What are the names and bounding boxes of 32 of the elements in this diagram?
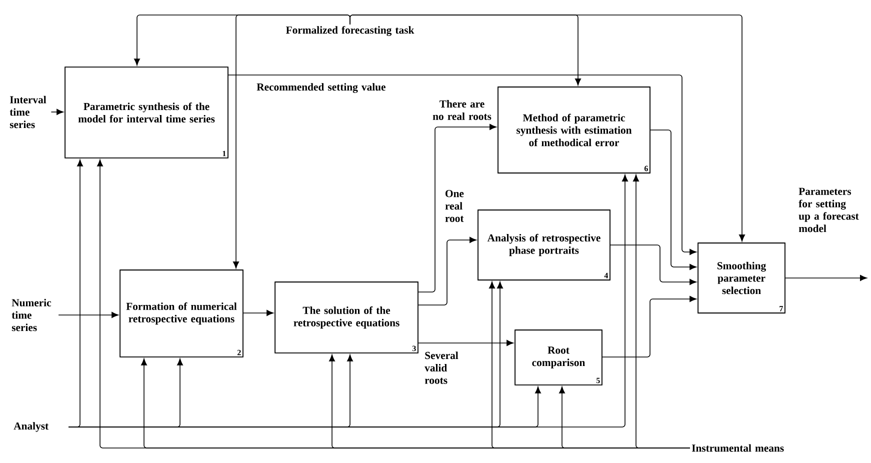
arrow	[50, 109, 64, 115]
arrow-label: Analyst	[14, 422, 49, 432]
arrow-label: Instrumental means	[692, 444, 784, 452]
arrow	[350, 14, 745, 242]
arrow	[243, 310, 274, 316]
arrow	[418, 340, 514, 346]
process-box: Root comparison 5	[514, 330, 602, 386]
edge-label: One real root	[445, 190, 464, 222]
edge-label: Recommended setting value	[256, 83, 386, 93]
arrow	[68, 174, 628, 428]
process-box: Method of parametric synthesis with estimation of methodical error 6	[498, 86, 650, 174]
arrow	[650, 130, 696, 270]
edge-label: Parameters for setting up a forecast model	[798, 188, 859, 232]
edge-label: Several valid roots	[424, 352, 458, 384]
arrow	[785, 275, 867, 281]
arrow	[58, 312, 118, 318]
arrow	[233, 14, 350, 268]
arrow	[602, 296, 696, 358]
arrow	[418, 237, 476, 306]
process-box: Parametric synthesis of the model for interval time series 1	[64, 66, 228, 158]
arrow	[418, 124, 496, 292]
process-box: Formation of numerical retrospective equations 2	[120, 270, 244, 358]
process-box: The solution of the retrospective equations 3	[274, 282, 418, 354]
arrow-label: Formalized forecasting task	[286, 26, 414, 36]
arrow	[228, 74, 696, 255]
arrow	[633, 174, 690, 448]
edge-label: There are no real roots	[432, 100, 492, 120]
arrow-label: Numeric time series	[12, 298, 52, 332]
process-box: Analysis of retrospective phase portraits 4	[478, 210, 610, 280]
arrow-label: Interval time series	[10, 96, 46, 128]
arrow	[610, 244, 696, 285]
process-box: Smoothing parameter selection 7	[698, 242, 786, 314]
